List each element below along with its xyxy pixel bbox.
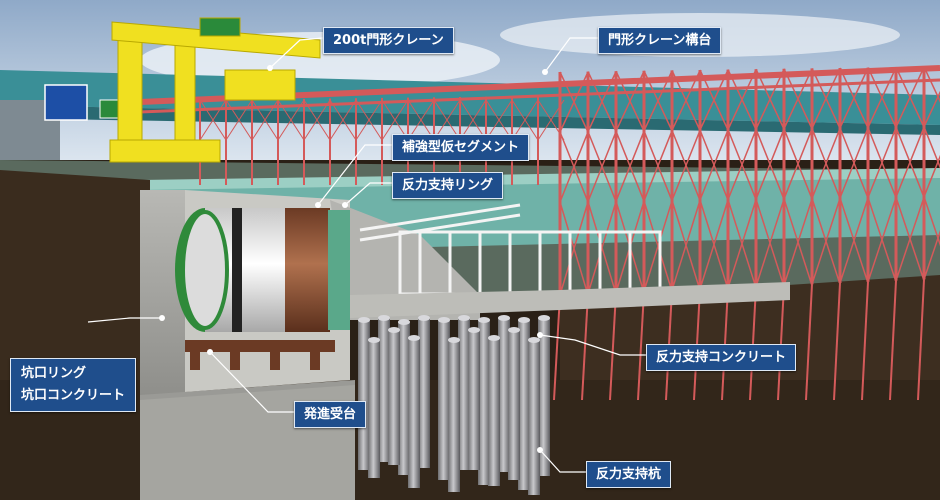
- pile: [508, 330, 520, 480]
- pile: [528, 340, 540, 495]
- pile: [398, 322, 410, 475]
- pile-top: [468, 327, 480, 333]
- pile-top: [358, 317, 370, 323]
- leader-lines: [87, 37, 646, 473]
- pile: [358, 320, 370, 470]
- pile-top: [388, 327, 400, 333]
- pile-top: [418, 315, 430, 321]
- pile: [378, 318, 390, 462]
- shield-front: [181, 210, 229, 330]
- pile: [518, 320, 530, 490]
- pile: [498, 318, 510, 472]
- pile-top: [528, 337, 540, 343]
- elevated-road-shade: [0, 105, 940, 135]
- pile: [368, 340, 380, 478]
- pile-top: [518, 317, 530, 323]
- label-reaction-concrete: 反力支持コンクリート: [646, 344, 797, 371]
- pile: [448, 340, 460, 492]
- pile: [468, 330, 480, 470]
- label-pit-ring-line1: 坑口リング: [21, 366, 87, 381]
- pile-top: [368, 337, 380, 343]
- label-gantry-crane: 200t門形クレーン: [323, 27, 454, 54]
- segment-brown: [285, 208, 330, 332]
- road-sign: [44, 84, 88, 121]
- pile-top: [438, 317, 450, 323]
- segment-green: [328, 210, 350, 330]
- pile-top: [398, 319, 410, 325]
- pile: [388, 330, 400, 465]
- pile-top: [458, 315, 470, 321]
- launch-cradle: [185, 340, 335, 370]
- pile-top: [408, 335, 420, 341]
- pile: [488, 338, 500, 486]
- pile-top: [508, 327, 520, 333]
- shield-band: [232, 208, 242, 332]
- pile-top: [538, 315, 550, 321]
- label-launch-cradle: 発進受台: [294, 401, 367, 428]
- leader-dots: [159, 65, 548, 453]
- shaft-wall-left: [140, 190, 185, 400]
- gantry-crane: [109, 17, 321, 163]
- pile: [418, 318, 430, 468]
- pile-top: [478, 317, 490, 323]
- label-reaction-ring: 反力支持リング: [392, 172, 504, 199]
- label-reinforced-segment: 補強型仮セグメント: [392, 134, 530, 161]
- label-crane-deck: 門形クレーン構台: [598, 27, 722, 54]
- pile: [408, 338, 420, 488]
- pile: [538, 318, 550, 476]
- pile-top: [448, 337, 460, 343]
- pile-top: [378, 315, 390, 321]
- label-pit-ring: 坑口リング 坑口コンクリート: [10, 358, 137, 412]
- pile-top: [488, 335, 500, 341]
- pile-top: [498, 315, 510, 321]
- label-pit-ring-line2: 坑口コンクリート: [21, 388, 126, 403]
- pile: [458, 318, 470, 470]
- pile: [478, 320, 490, 485]
- label-reaction-piles: 反力支持杭: [586, 461, 672, 488]
- deck-slab: [350, 282, 790, 318]
- pile: [438, 320, 450, 480]
- deck-top: [140, 168, 940, 190]
- reaction-support-piles: [358, 315, 550, 495]
